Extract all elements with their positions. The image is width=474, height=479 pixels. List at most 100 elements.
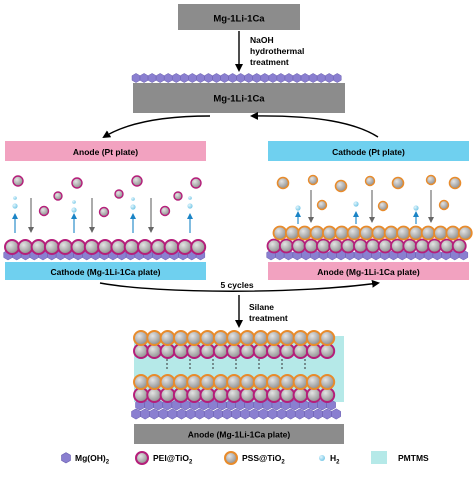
pei-tio2-particle bbox=[172, 343, 189, 359]
mgoh2-hexagon bbox=[240, 408, 250, 420]
mgoh2-hexagon bbox=[185, 408, 196, 420]
pss-tio2-particle bbox=[316, 199, 328, 211]
mgoh2-hexagon bbox=[333, 73, 342, 83]
mgoh2-hexagon bbox=[252, 73, 261, 83]
pei-tio2-particle bbox=[146, 387, 163, 403]
pei-tio2-particle bbox=[303, 238, 319, 254]
pei-tio2-particle bbox=[190, 239, 207, 255]
pss-tio2-particle bbox=[396, 225, 411, 241]
mgoh2-hexagon bbox=[163, 73, 173, 83]
pei-tio2-particle bbox=[279, 343, 296, 359]
mgoh2-hexagon bbox=[276, 408, 287, 420]
pss-tio2-particle bbox=[226, 374, 243, 390]
pei-tio2-particle bbox=[292, 343, 309, 359]
pei-tio2-particle bbox=[172, 387, 189, 403]
pss-tio2-particle bbox=[319, 374, 336, 390]
pss-tio2-particle bbox=[199, 374, 216, 390]
mgoh2-hexagon bbox=[276, 73, 286, 83]
legend-pss-icon bbox=[224, 451, 238, 465]
mgoh2-hexagon bbox=[268, 73, 278, 83]
pei-tio2-particle bbox=[319, 387, 336, 403]
pei-tio2-particle bbox=[427, 238, 442, 254]
h2-bubble bbox=[295, 205, 301, 211]
step1-line2: hydrothermal bbox=[250, 46, 304, 56]
pss-tio2-particle bbox=[186, 374, 203, 390]
pss-tio2-particle bbox=[309, 225, 325, 241]
arrow-to-cathodic-deposition bbox=[102, 115, 211, 139]
pei-tio2-particle bbox=[4, 239, 20, 255]
left-deposition-cell: Anode (Pt plate) Cathode (Mg-1Li-1Ca pla… bbox=[3, 141, 207, 280]
pss-tio2-particle bbox=[199, 330, 216, 346]
pei-tio2-particle bbox=[402, 238, 418, 254]
mgoh2-hexagon bbox=[285, 408, 296, 420]
mgoh2-hexagon bbox=[131, 73, 141, 83]
mgoh2-hexagon bbox=[131, 408, 141, 420]
legend-pmtms-icon bbox=[371, 451, 387, 464]
mgoh2-hexagon bbox=[212, 73, 221, 83]
mgoh2-hexagon bbox=[331, 408, 341, 420]
pei-tio2-particle bbox=[226, 343, 243, 359]
pei-tio2-particle bbox=[186, 343, 203, 359]
mgoh2-hexagon bbox=[244, 73, 253, 83]
final-substrate-label: Anode (Mg-1Li-1Ca plate) bbox=[188, 430, 291, 440]
mgoh2-hexagon bbox=[147, 73, 157, 83]
mgoh2-hexagon bbox=[304, 408, 314, 420]
pei-tio2-particle bbox=[159, 387, 176, 403]
mgoh2-hexagon bbox=[292, 73, 302, 83]
cycles-arrow bbox=[99, 279, 380, 292]
bare-plate bbox=[178, 4, 300, 30]
pss-tio2-particle bbox=[321, 225, 337, 241]
pss-tio2-particle bbox=[266, 374, 282, 390]
pss-tio2-particle bbox=[334, 225, 350, 241]
pei-tio2-particle bbox=[110, 239, 127, 255]
step1-line1: NaOH bbox=[250, 35, 274, 45]
pss-tio2-particle bbox=[305, 374, 322, 390]
step2-line2: treatment bbox=[249, 313, 288, 323]
pei-tio2-particle bbox=[315, 238, 331, 254]
final-coating-section: Anode (Mg-1Li-1Ca plate) bbox=[131, 330, 344, 444]
mgoh2-hexagon bbox=[258, 408, 269, 420]
mgoh2-hexagon bbox=[167, 408, 178, 420]
pei-tio2-particle bbox=[159, 205, 171, 217]
pss-tio2-particle bbox=[319, 330, 336, 346]
pss-tio2-particle bbox=[377, 200, 389, 212]
pei-tio2-particle bbox=[150, 239, 167, 255]
pei-tio2-particle bbox=[53, 191, 63, 201]
pss-tio2-particle bbox=[292, 374, 309, 390]
pei-tio2-particle bbox=[43, 239, 60, 255]
pei-tio2-particle bbox=[123, 239, 140, 255]
pei-tio2-particle bbox=[377, 238, 393, 254]
h2-bubble bbox=[130, 204, 136, 210]
pss-tio2-particle bbox=[279, 374, 296, 390]
pei-tio2-particle bbox=[199, 387, 216, 403]
mgoh2-hexagon bbox=[139, 73, 149, 83]
legend-h2-label: H2 bbox=[330, 453, 340, 466]
pei-tio2-particle bbox=[186, 387, 203, 403]
pei-tio2-particle bbox=[278, 238, 294, 254]
legend-pss-label: PSS@TiO2 bbox=[242, 453, 285, 466]
left-counter-label: Anode (Pt plate) bbox=[73, 147, 138, 157]
pss-tio2-particle bbox=[276, 176, 290, 190]
bare-plate-section: Mg-1Li-1Ca bbox=[178, 4, 300, 30]
h2-bubble bbox=[13, 196, 17, 200]
left-substrate bbox=[5, 262, 206, 280]
pei-tio2-particle bbox=[252, 387, 269, 403]
mgoh2-hexagon bbox=[267, 408, 278, 420]
mgoh2-hexagon bbox=[295, 408, 305, 420]
pei-tio2-particle bbox=[83, 239, 100, 255]
legend-pmtms-label: PMTMS bbox=[398, 453, 429, 463]
mgoh2-hexagon bbox=[172, 73, 181, 83]
pss-tio2-particle bbox=[305, 330, 322, 346]
pss-tio2-particle bbox=[159, 330, 176, 346]
pei-tio2-particle bbox=[17, 239, 34, 255]
legend-pei-label: PEI@TiO2 bbox=[153, 453, 193, 466]
pei-tio2-particle bbox=[226, 387, 243, 403]
pei-tio2-particle bbox=[133, 387, 149, 403]
pss-tio2-particle bbox=[364, 175, 376, 187]
mgoh2-layer bbox=[131, 73, 342, 83]
pei-tio2-particle bbox=[279, 387, 296, 403]
pei-tio2-particle bbox=[390, 238, 405, 254]
pss-tio2-particle bbox=[186, 330, 203, 346]
pss-tio2-particle bbox=[448, 176, 462, 190]
final-composite-layers bbox=[131, 330, 341, 420]
